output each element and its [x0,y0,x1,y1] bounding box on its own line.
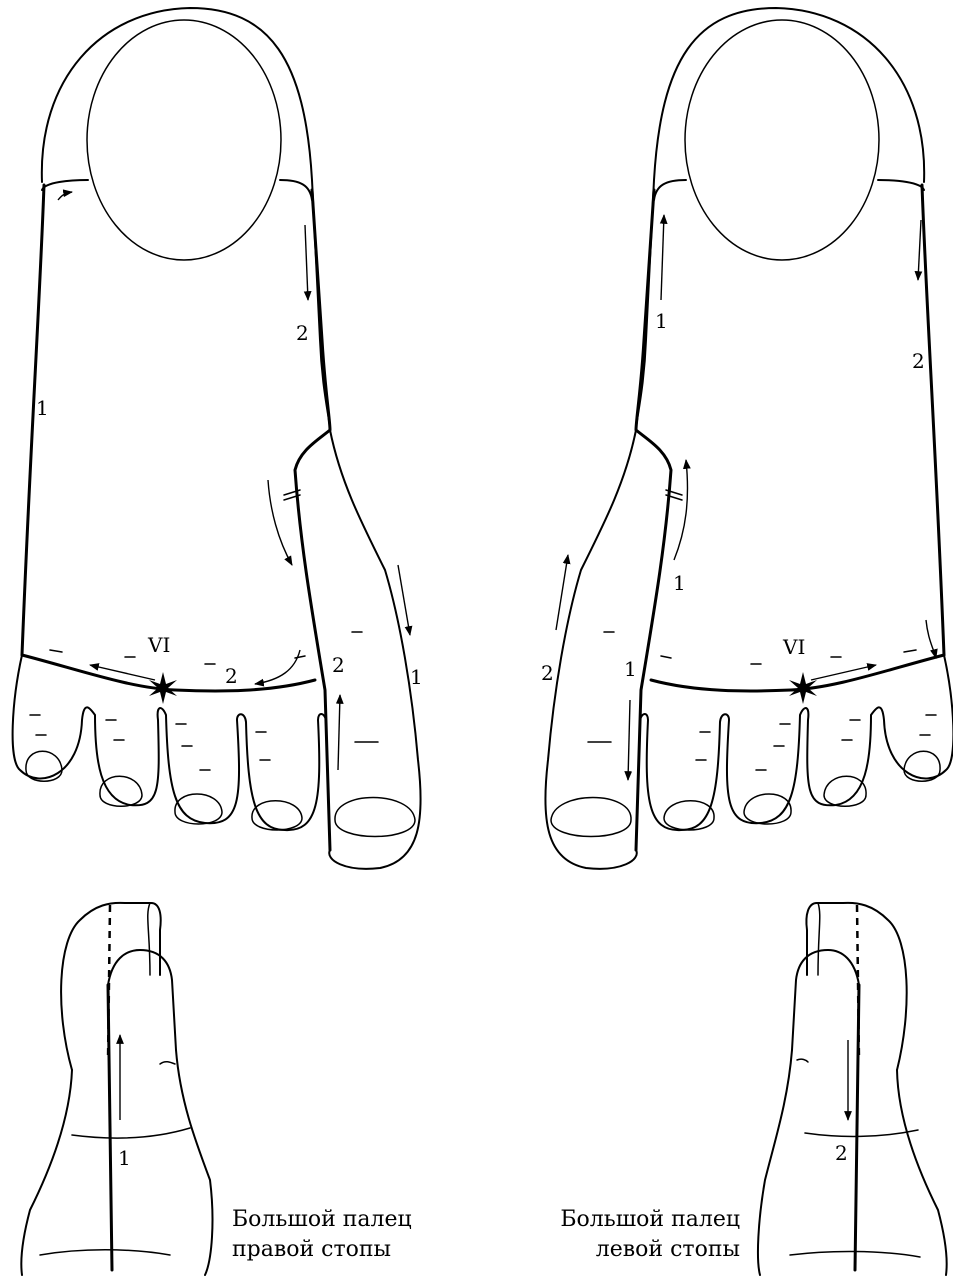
label-right-2: 2 [296,321,309,345]
right-second-toe-outline [329,430,420,869]
right-arrow-left-web [255,650,300,684]
right-channel-line-1 [22,185,44,655]
caption-right-line1: Большой палец [232,1205,412,1235]
label-right-vi: VI [147,633,170,657]
label-bottom-right-1: 1 [118,1146,131,1170]
label-right-1-toe: 1 [410,665,423,689]
right-arrow-up-2 [338,695,340,770]
right-big-toe-outline [42,8,330,430]
label-right-1: 1 [36,396,49,420]
right-arrow-down-1 [305,225,308,300]
label-left-2: 2 [912,349,925,373]
left-foot-top-view [545,8,953,869]
label-right-2-toe: 2 [332,653,345,677]
label-left-vi: VI [782,635,805,659]
caption-right-line2: правой стопы [232,1235,412,1265]
left-big-toe-side-view: 2 [758,903,947,1275]
right-toenail-1 [335,798,415,837]
label-left-1: 1 [655,309,668,333]
label-left-1-web: 1 [624,657,637,681]
caption-left-line1: Большой палец [555,1205,740,1235]
caption-left-line2: левой стопы [555,1235,740,1265]
caption-right-foot: Большой палец правой стопы [232,1205,412,1265]
label-left-1-toe: 1 [673,571,686,595]
label-bottom-left-2: 2 [835,1141,848,1165]
right-big-toe-nail [87,20,281,260]
label-left-2-toe: 2 [541,661,554,685]
right-big-toe-side-view: 1 [21,903,212,1275]
right-arrow-up [58,192,72,200]
right-small-toes [13,655,326,830]
label-right-2-web: 2 [225,664,238,688]
right-channel-line-2 [295,190,330,850]
caption-left-foot: Большой палец левой стопы [555,1205,740,1265]
right-arrow-curve [268,480,292,565]
right-foot-top-view: 1 2 VI 2 2 1 [13,8,423,869]
